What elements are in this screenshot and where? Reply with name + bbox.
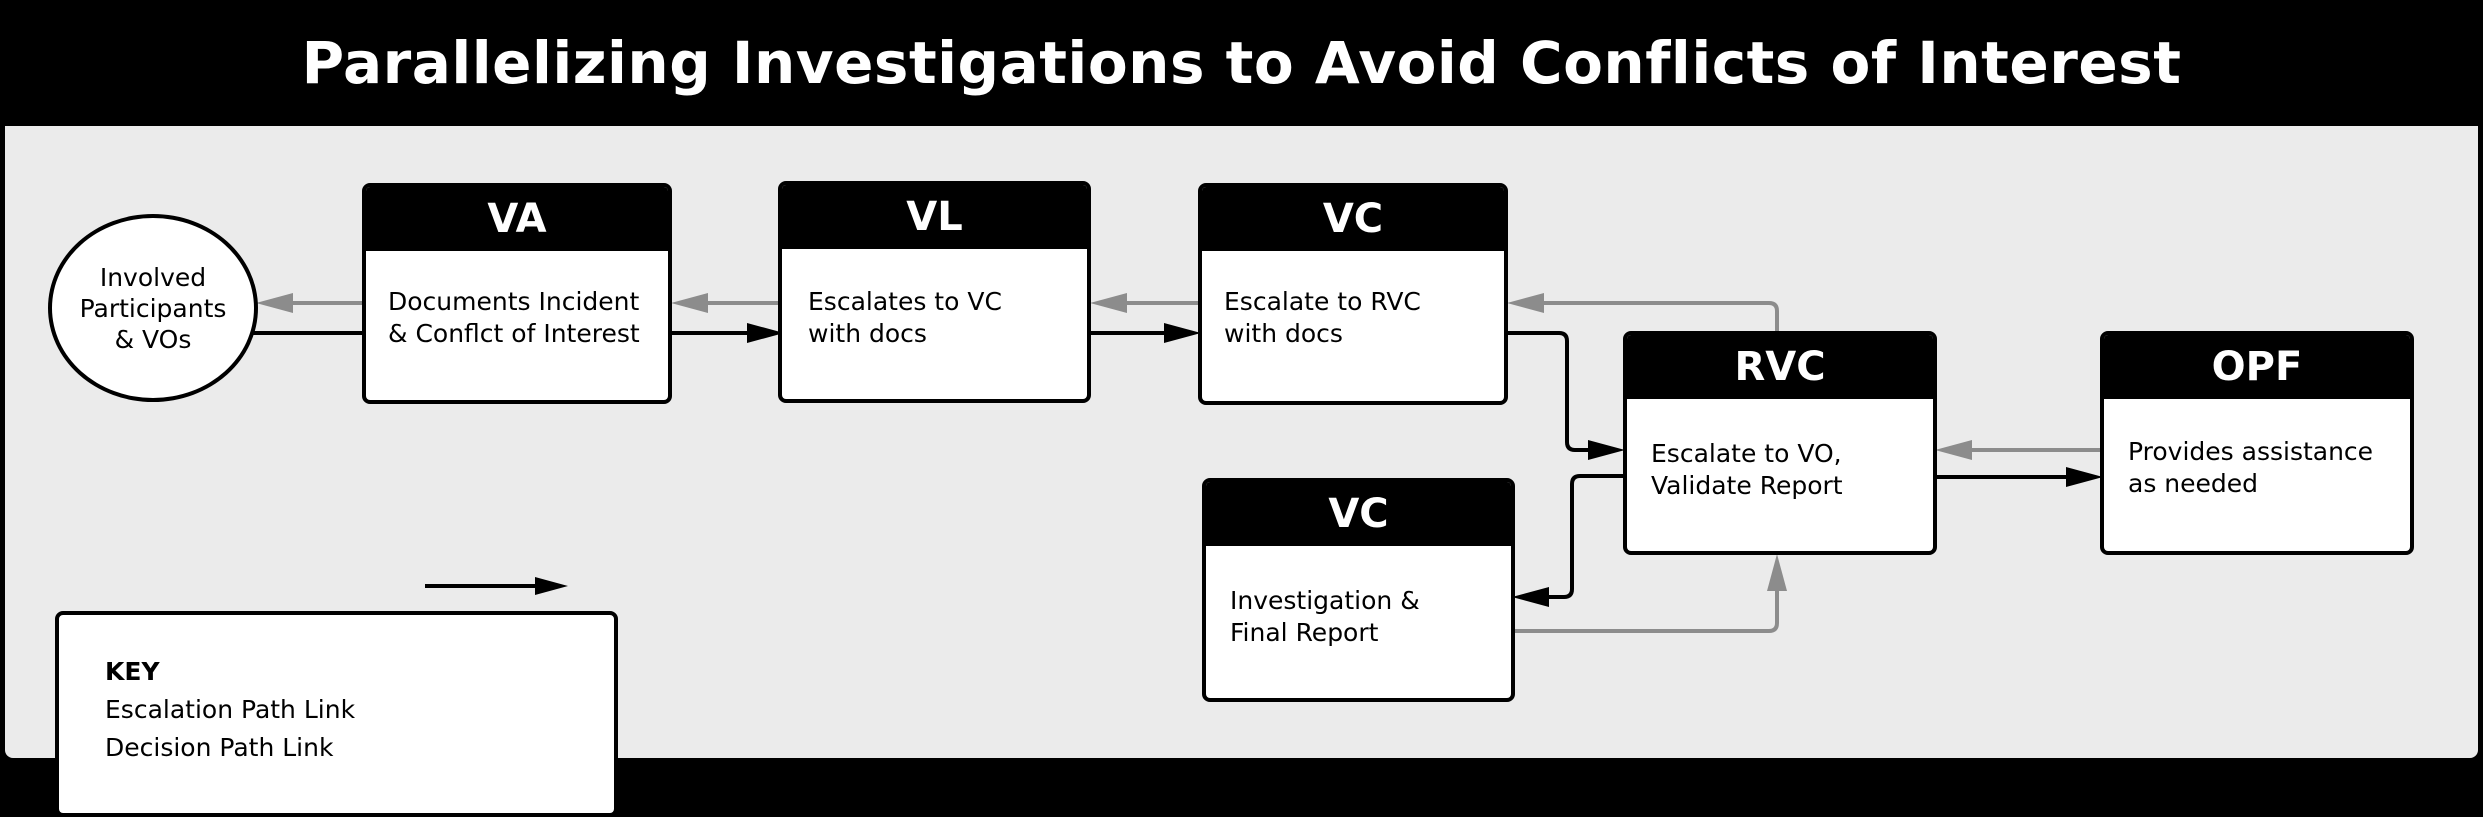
decision-arrowhead [671, 293, 708, 313]
participants-node: Involved Participants & VOs [48, 214, 258, 402]
key-decision-label: Decision Path Link [105, 733, 334, 762]
legend-key: KEY Escalation Path Link Decision Path L… [55, 611, 618, 817]
decision-link-vc-rvc [1512, 591, 1779, 633]
va-node-text: Documents Incident & Conflct of Interest [388, 287, 640, 348]
opf-node-header: OPF [2104, 335, 2410, 399]
vc-node-investigation-text: Investigation & Final Report [1230, 586, 1420, 647]
vc-node-escalate-header: VC [1202, 187, 1504, 251]
participants-label: Involved Participants & VOs [79, 262, 227, 354]
escalation-arrowhead [2066, 467, 2103, 487]
vc-node-investigation-header: VC [1206, 482, 1511, 546]
decision-arrowhead [1767, 554, 1787, 591]
vc-node-investigation: VC Investigation & Final Report [1202, 478, 1515, 702]
decision-links [256, 293, 2101, 633]
escalation-arrowhead [1588, 440, 1625, 460]
vl-node-text: Escalates to VC with docs [808, 287, 1002, 348]
escalation-link-vc-rvc [1505, 331, 1588, 452]
key-escalation-label: Escalation Path Link [105, 695, 356, 724]
escalation-arrowhead [1164, 323, 1201, 343]
diagram-title: Parallelizing Investigations to Avoid Co… [301, 29, 2182, 97]
decision-link-rvc-vc [1544, 301, 1779, 331]
title-bar: Parallelizing Investigations to Avoid Co… [0, 0, 2483, 126]
vc-node-escalate-text: Escalate to RVC with docs [1224, 287, 1421, 348]
rvc-node-text: Escalate to VO, Validate Report [1651, 439, 1843, 500]
va-node: VA Documents Incident & Conflct of Inter… [362, 183, 672, 404]
escalation-arrowhead [747, 323, 784, 343]
rvc-node: RVC Escalate to VO, Validate Report [1623, 331, 1937, 555]
decision-arrowhead [1935, 440, 1972, 460]
vl-node-header: VL [782, 185, 1087, 249]
vl-node: VL Escalates to VC with docs [778, 181, 1091, 403]
opf-node: OPF Provides assistance as needed [2100, 331, 2414, 555]
vc-node-escalate: VC Escalate to RVC with docs [1198, 183, 1508, 405]
key-escalation-arrowhead [535, 577, 568, 595]
opf-node-text: Provides assistance as needed [2128, 437, 2374, 498]
escalation-link-rvc-vc [1549, 474, 1626, 599]
decision-arrowhead [1507, 293, 1544, 313]
decision-arrowhead [256, 293, 293, 313]
connector-layer [253, 293, 2103, 633]
diagram-canvas: Involved Participants & VOs VA Documents… [5, 126, 2478, 817]
rvc-node-header: RVC [1627, 335, 1933, 399]
decision-arrowhead [1090, 293, 1127, 313]
escalation-arrowhead [1512, 587, 1549, 607]
escalation-links [253, 323, 2103, 607]
va-node-header: VA [366, 187, 668, 251]
key-title: KEY [105, 657, 160, 686]
